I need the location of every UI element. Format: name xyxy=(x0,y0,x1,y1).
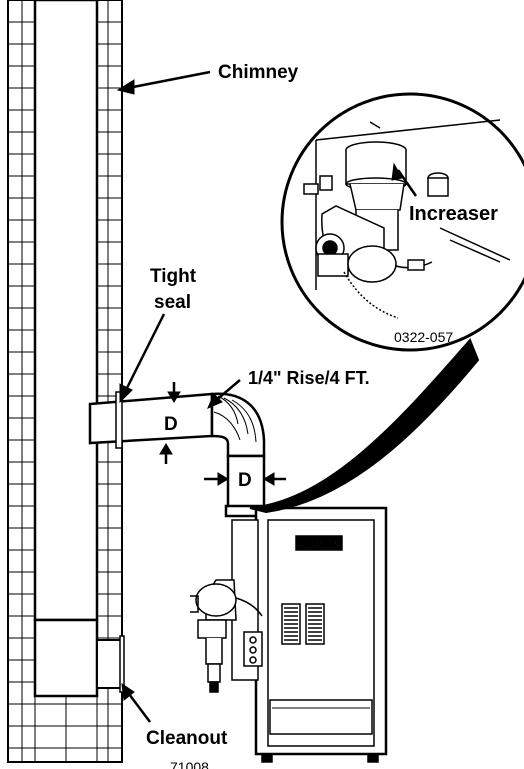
nameplate xyxy=(295,535,343,551)
cleanout-box xyxy=(33,618,99,698)
flue-liner xyxy=(33,0,99,622)
increaser-label: Increaser xyxy=(409,203,498,225)
dimension-d-vertical-pipe: D xyxy=(238,470,252,491)
gas-valve-assembly xyxy=(190,519,263,693)
annotation-lines xyxy=(116,70,418,723)
cleanout-label: Cleanout xyxy=(146,728,228,749)
cleanout-door xyxy=(96,639,123,689)
chimney xyxy=(7,0,125,763)
tight-seal-label-line2: seal xyxy=(154,292,191,313)
inset-code: 0322-057 xyxy=(394,329,453,345)
dimension-d-horizontal-pipe: D xyxy=(164,414,178,435)
figure-code: 71008 xyxy=(170,759,209,769)
tight-seal-label-line1: Tight xyxy=(150,266,197,287)
vent-pipe xyxy=(88,391,268,518)
nameplate-text: WEIL-McLAIN xyxy=(299,542,338,548)
boiler: WEIL-McLAIN xyxy=(190,506,388,763)
increaser-detail-inset xyxy=(249,92,524,514)
rise-label: 1/4" Rise/4 FT. xyxy=(248,368,370,388)
chimney-label: Chimney xyxy=(218,62,299,83)
